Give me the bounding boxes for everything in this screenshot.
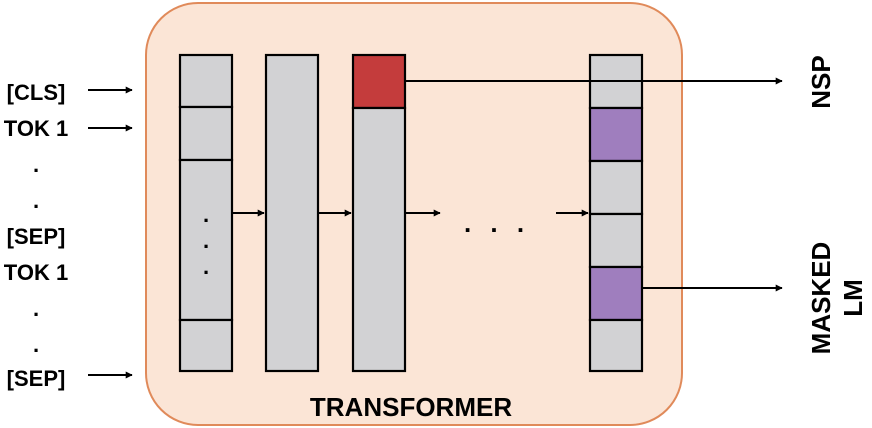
masked-token-cell (588, 106, 644, 163)
input-token: . (33, 188, 39, 213)
input-token: TOK 1 (4, 260, 68, 285)
layer-column (351, 53, 407, 373)
column-dot: . (203, 228, 209, 253)
input-tokens: [CLS] TOK 1 . . [SEP] TOK 1 . . [SEP] (4, 80, 68, 391)
masked-lm-label: LM (838, 279, 868, 317)
column-dot: . (203, 202, 209, 227)
input-token: . (33, 332, 39, 357)
input-token: . (33, 296, 39, 321)
nsp-label: NSP (806, 55, 836, 108)
hidden-layer-column (264, 53, 320, 373)
input-token: TOK 1 (4, 116, 68, 141)
masked-lm-label: MASKED (806, 242, 836, 355)
column-dot: . (203, 254, 209, 279)
input-token: [SEP] (7, 224, 66, 249)
layer-ellipsis: . . . (464, 208, 530, 238)
cls-output-cell (351, 53, 407, 110)
masked-token-cell (588, 265, 644, 322)
input-token: . (33, 152, 39, 177)
embedding-column: . . . (178, 53, 234, 373)
input-token: [SEP] (7, 366, 66, 391)
output-column (588, 53, 644, 373)
transformer-label: TRANSFORMER (310, 392, 512, 422)
input-token: [CLS] (7, 80, 66, 105)
